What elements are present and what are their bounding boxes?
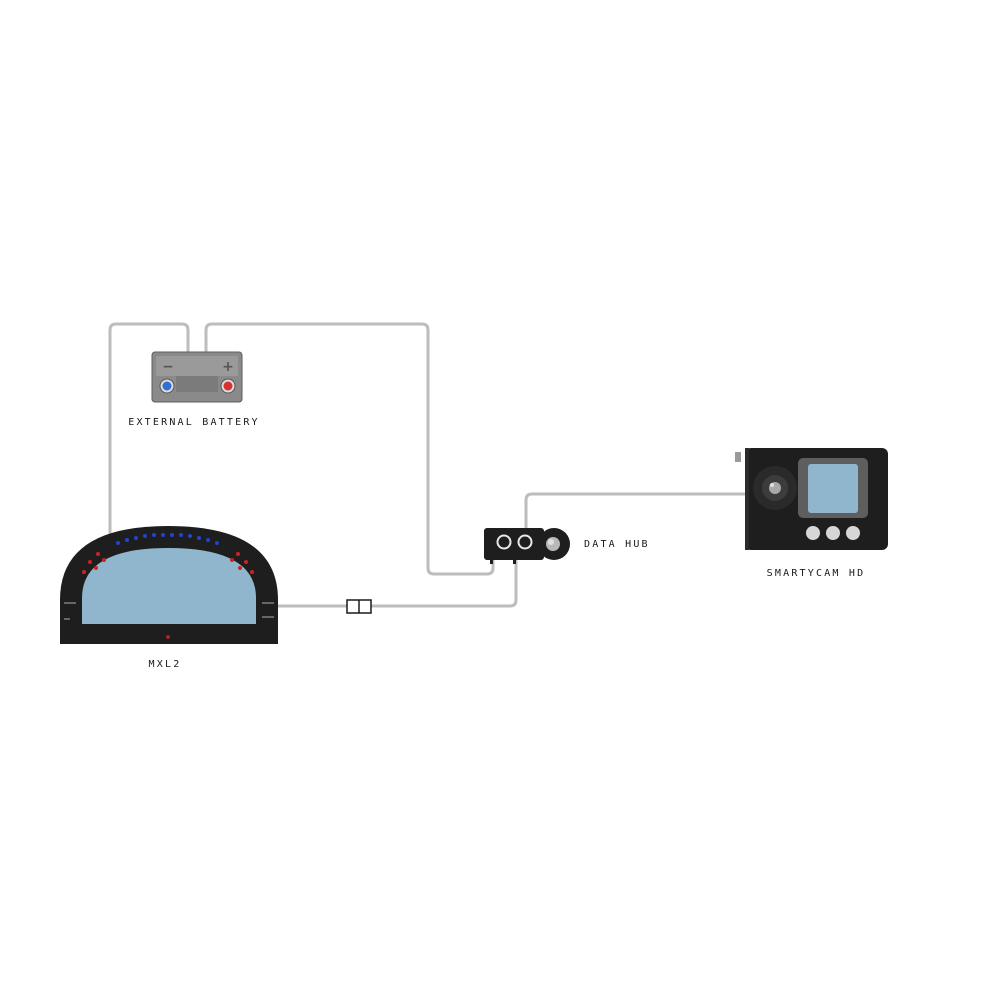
camera-screen bbox=[808, 464, 858, 513]
mxl2-dash bbox=[60, 526, 278, 644]
battery-label: EXTERNAL BATTERY bbox=[128, 417, 260, 428]
negative-terminal-icon bbox=[162, 381, 172, 391]
dash-screen bbox=[82, 548, 256, 624]
external-battery: − + bbox=[151, 351, 243, 403]
hub-port-icon bbox=[517, 534, 533, 550]
wire-hub-to-camera bbox=[524, 492, 745, 528]
camera-button-icon bbox=[806, 526, 820, 540]
rpm-led-bar bbox=[116, 533, 219, 545]
wire-battery-negative-to-dash bbox=[108, 322, 190, 540]
positive-terminal-icon bbox=[223, 381, 233, 391]
hub-port-icon bbox=[496, 534, 512, 550]
inline-connector bbox=[346, 599, 372, 614]
camera-label: SMARTYCAM HD bbox=[767, 568, 866, 579]
data-hub bbox=[484, 528, 570, 564]
wire-battery-positive-to-hub bbox=[204, 322, 495, 576]
warning-leds bbox=[82, 552, 254, 639]
camera-button-icon bbox=[826, 526, 840, 540]
wire-dash-to-hub bbox=[278, 560, 518, 608]
battery-minus-sign: − bbox=[162, 359, 174, 375]
battery-plus-sign: + bbox=[222, 359, 234, 375]
dash-label: MXL2 bbox=[149, 659, 182, 670]
smartycam-hd bbox=[735, 448, 888, 550]
wires bbox=[108, 322, 745, 608]
hub-label: DATA HUB bbox=[584, 539, 650, 550]
camera-button-icon bbox=[846, 526, 860, 540]
